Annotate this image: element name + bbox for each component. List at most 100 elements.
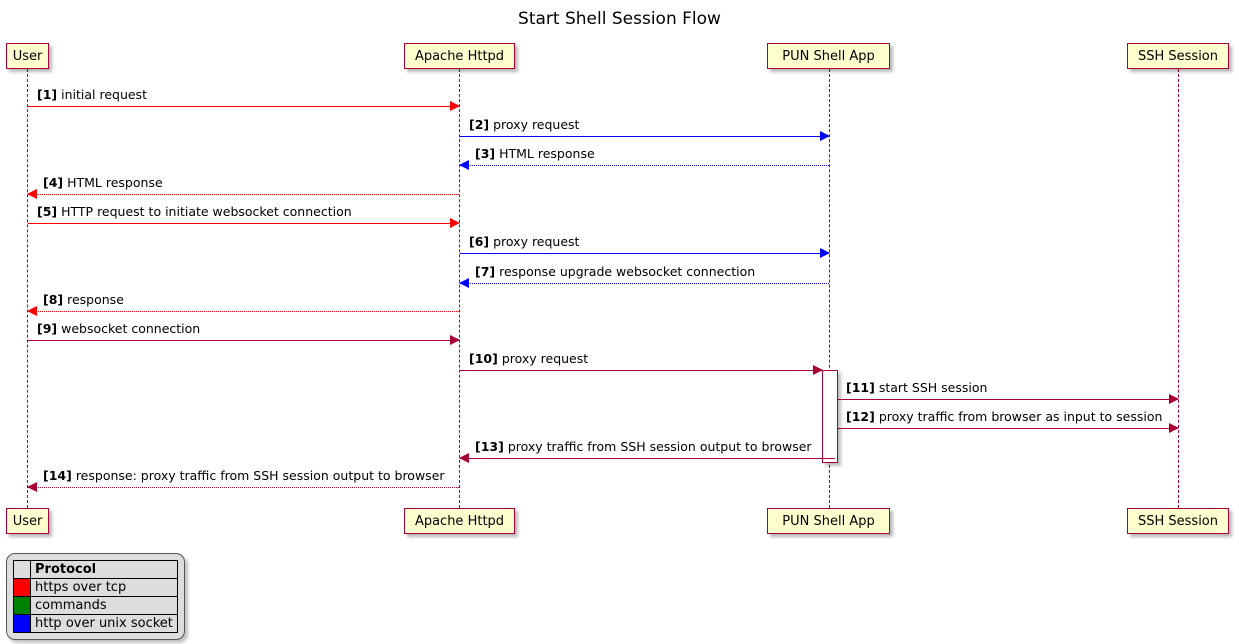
message-text: proxy traffic from SSH session output to…	[507, 439, 812, 454]
message-line	[460, 253, 829, 254]
message-text: HTTP request to initiate websocket conne…	[61, 204, 352, 219]
arrow-head-icon	[820, 131, 830, 141]
message-text: proxy request	[493, 234, 580, 249]
arrow-head-icon	[459, 278, 469, 288]
lifeline-pun	[829, 69, 830, 508]
participant-ssh-bottom[interactable]: SSH Session	[1127, 508, 1229, 534]
participant-httpd-top[interactable]: Apache Httpd	[404, 43, 515, 69]
message-text: HTML response	[499, 146, 595, 161]
message-text: response: proxy traffic from SSH session…	[75, 468, 445, 483]
arrow-head-icon	[813, 365, 823, 375]
message-number: [7]	[475, 264, 496, 279]
message-label: [6] proxy request	[469, 234, 579, 249]
message-label: [11] start SSH session	[846, 380, 987, 395]
legend-row: http over unix socket	[13, 614, 178, 633]
message-label: [12] proxy traffic from browser as input…	[846, 409, 1162, 424]
legend-swatch-empty	[13, 560, 31, 579]
legend-color-swatch	[13, 578, 31, 597]
arrow-head-icon	[450, 218, 460, 228]
participant-pun-bottom[interactable]: PUN Shell App	[767, 508, 890, 534]
message-text: proxy traffic from browser as input to s…	[878, 409, 1163, 424]
arrow-head-icon	[459, 453, 469, 463]
message-line	[837, 399, 1178, 400]
message-label: [7] response upgrade websocket connectio…	[475, 264, 755, 279]
arrow-head-icon	[1169, 394, 1179, 404]
arrow-head-icon	[27, 306, 37, 316]
message-number: [8]	[43, 292, 64, 307]
participant-httpd-bottom[interactable]: Apache Httpd	[404, 508, 515, 534]
message-number: [1]	[37, 87, 58, 102]
lifeline-user	[27, 69, 28, 508]
lifeline-httpd	[459, 69, 460, 508]
participant-label: User	[12, 513, 43, 529]
message-number: [2]	[469, 117, 490, 132]
participant-label: Apache Httpd	[414, 513, 505, 529]
message-label: [2] proxy request	[469, 117, 579, 132]
participant-ssh-top[interactable]: SSH Session	[1127, 43, 1229, 69]
activation-bar-pun	[822, 370, 838, 463]
participant-pun-top[interactable]: PUN Shell App	[767, 43, 890, 69]
arrow-head-icon	[459, 160, 469, 170]
message-line	[460, 370, 822, 371]
message-line	[837, 428, 1178, 429]
arrow-head-icon	[27, 482, 37, 492]
arrow-head-icon	[820, 248, 830, 258]
message-label: [3] HTML response	[475, 146, 595, 161]
legend-row: commands	[13, 596, 178, 615]
message-label: [13] proxy traffic from SSH session outp…	[475, 439, 812, 454]
message-line	[460, 283, 829, 284]
message-text: start SSH session	[878, 380, 988, 395]
legend-row-label: commands	[30, 596, 178, 615]
participant-label: PUN Shell App	[782, 48, 875, 64]
participant-user-top[interactable]: User	[6, 43, 49, 69]
message-number: [6]	[469, 234, 490, 249]
legend-color-swatch	[13, 614, 31, 633]
message-number: [12]	[846, 409, 875, 424]
message-text: HTML response	[67, 175, 163, 190]
message-label: [1] initial request	[37, 87, 147, 102]
message-line	[460, 136, 829, 137]
participant-label: SSH Session	[1137, 48, 1218, 64]
message-number: [5]	[37, 204, 58, 219]
participant-label: PUN Shell App	[782, 513, 875, 529]
message-number: [14]	[43, 468, 72, 483]
message-label: [5] HTTP request to initiate websocket c…	[37, 204, 352, 219]
legend-header-label: Protocol	[30, 560, 178, 579]
message-number: [4]	[43, 175, 64, 190]
arrow-head-icon	[450, 101, 460, 111]
lifeline-ssh	[1178, 69, 1179, 508]
message-line	[28, 106, 459, 107]
message-number: [9]	[37, 321, 58, 336]
message-label: [9] websocket connection	[37, 321, 200, 336]
participant-label: Apache Httpd	[414, 48, 505, 64]
message-number: [13]	[475, 439, 504, 454]
legend-header-row: Protocol	[13, 560, 178, 579]
message-line	[28, 340, 459, 341]
message-line	[460, 165, 829, 166]
message-text: response upgrade websocket connection	[499, 264, 756, 279]
participant-label: SSH Session	[1137, 513, 1218, 529]
participant-user-bottom[interactable]: User	[6, 508, 49, 534]
legend-row: https over tcp	[13, 578, 178, 597]
message-label: [8] response	[43, 292, 124, 307]
message-label: [10] proxy request	[469, 351, 588, 366]
message-line	[28, 487, 459, 488]
message-text: websocket connection	[61, 321, 201, 336]
message-label: [4] HTML response	[43, 175, 163, 190]
message-number: [11]	[846, 380, 875, 395]
legend-row-label: http over unix socket	[30, 614, 178, 633]
arrow-head-icon	[27, 189, 37, 199]
message-line	[28, 311, 459, 312]
message-number: [10]	[469, 351, 498, 366]
page-title: Start Shell Session Flow	[518, 9, 721, 29]
message-number: [3]	[475, 146, 496, 161]
message-line	[460, 458, 835, 459]
arrow-head-icon	[1169, 423, 1179, 433]
message-text: initial request	[61, 87, 147, 102]
message-text: proxy request	[493, 117, 580, 132]
legend-color-swatch	[13, 596, 31, 615]
message-line	[28, 223, 459, 224]
